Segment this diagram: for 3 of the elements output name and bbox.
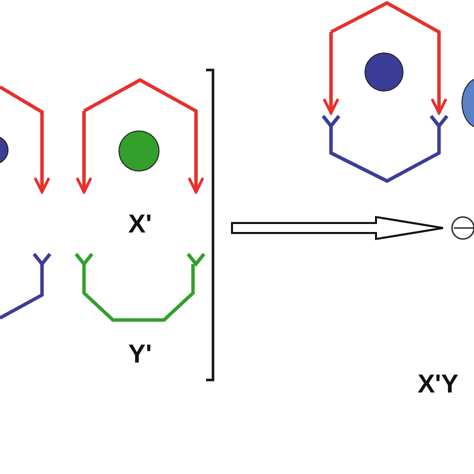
component-label: Y' xyxy=(128,338,152,370)
component-label: X'Y xyxy=(418,368,458,400)
component-label: X' xyxy=(128,208,152,240)
